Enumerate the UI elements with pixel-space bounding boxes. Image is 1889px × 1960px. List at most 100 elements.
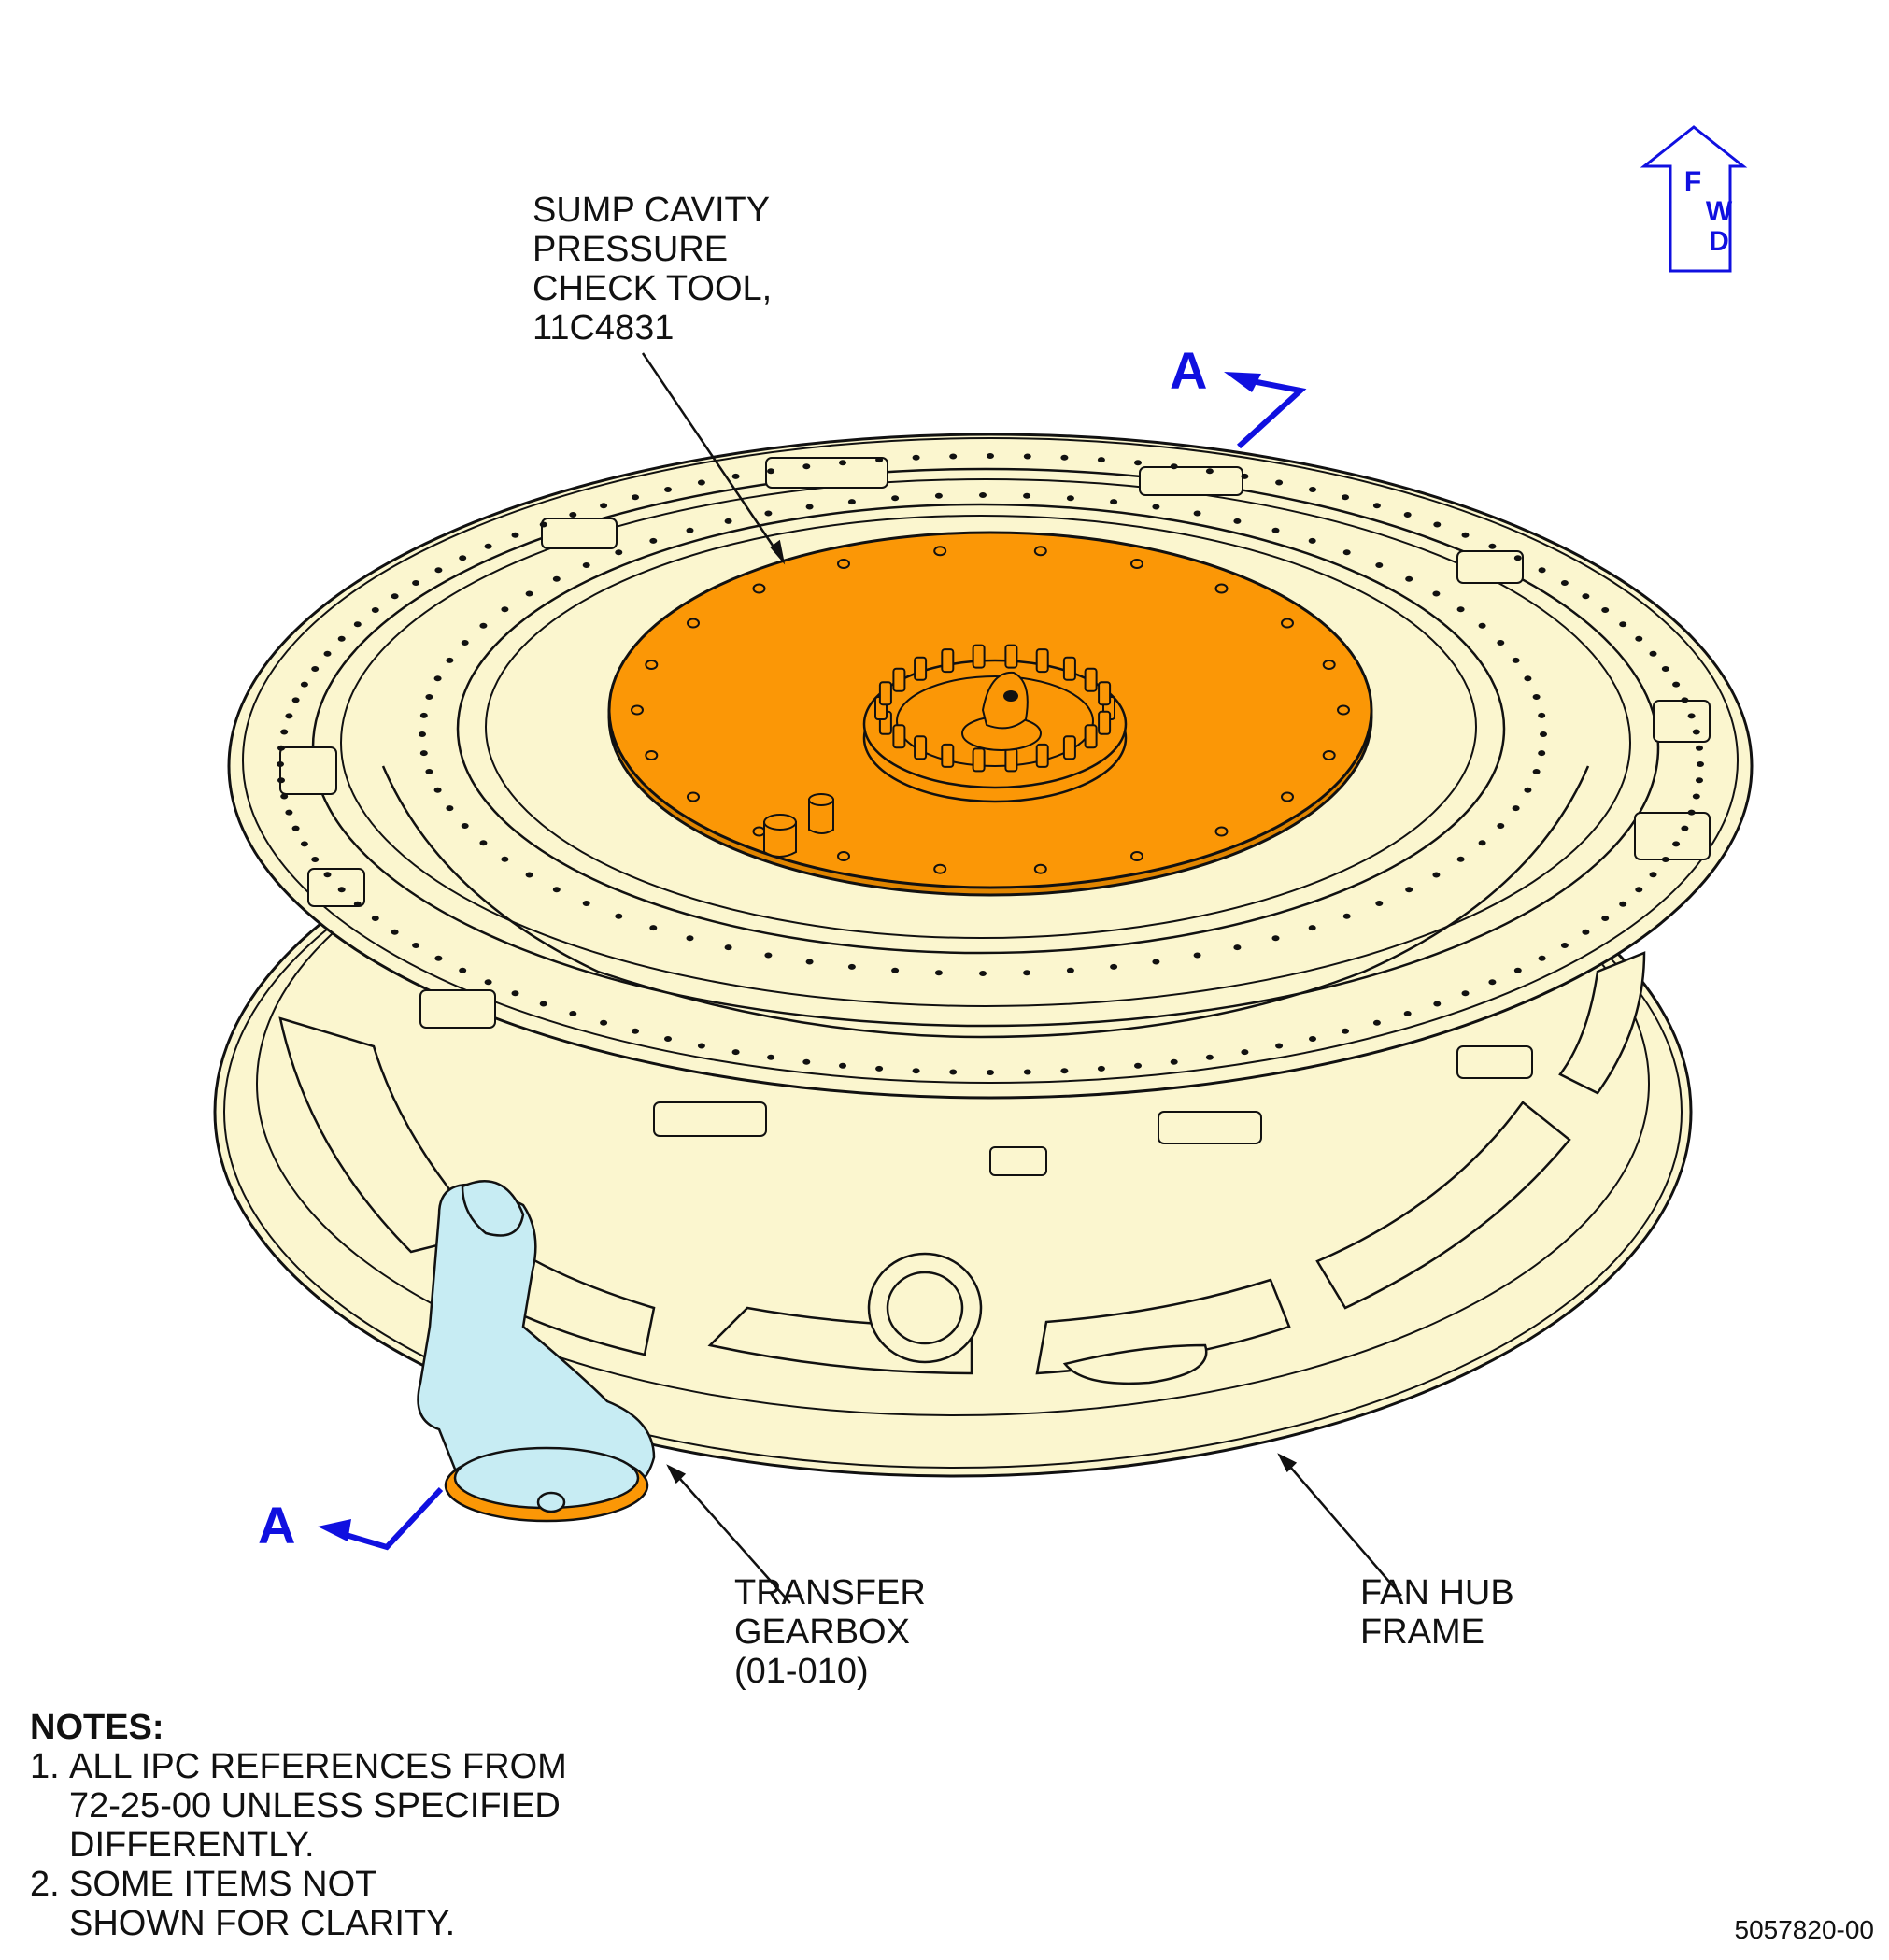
frame-bolt-hole: [1619, 901, 1627, 907]
frame-bolt-hole: [1687, 809, 1696, 816]
frame-bolt-hole: [1649, 872, 1657, 878]
frame-bolt-hole: [1375, 901, 1384, 906]
section-label-top: A: [1170, 341, 1208, 400]
tool-plate-bolt: [1322, 750, 1336, 760]
frame-bolt-hole: [802, 1058, 811, 1065]
frame-bolt-hole: [875, 457, 884, 463]
frame-bolt-hole: [371, 607, 379, 613]
frame-bolt-hole: [1170, 1058, 1178, 1065]
frame-bolt-hole: [479, 840, 488, 846]
frame-bolt-hole: [484, 543, 492, 549]
frame-bolt-hole: [1601, 607, 1610, 613]
frame-bolt-hole: [582, 562, 590, 568]
frame-bolt-hole: [731, 473, 740, 479]
frame-bolt-hole: [934, 492, 943, 499]
fwd-letter-w: W: [1705, 196, 1733, 227]
frame-bolt-hole: [1193, 510, 1201, 517]
tool-hub-bolt: [1098, 710, 1112, 735]
frame-bolt-hole: [285, 713, 293, 719]
frame-bolt-hole: [1275, 479, 1284, 486]
tool-hub-bolt: [892, 724, 906, 749]
frame-bolt-hole: [1532, 694, 1541, 700]
frame-bolt-hole: [1342, 1028, 1349, 1034]
tool-plate-bolt: [1214, 583, 1229, 594]
tool-plate-bolt: [1337, 704, 1350, 716]
tool-hub-bolt: [941, 743, 955, 768]
frame-bolt-hole: [1308, 925, 1316, 931]
frame-bolt-hole: [1097, 1065, 1105, 1072]
notes-block: NOTES: 1. ALL IPC REFERENCES FROM 72-25-…: [30, 1708, 567, 1943]
frame-bolt-hole: [1241, 1049, 1249, 1056]
frame-bolt-hole: [280, 729, 289, 735]
frame-bolt-hole: [1342, 494, 1349, 501]
tool-plate-bolt: [933, 863, 947, 874]
frame-bolt-hole: [459, 967, 467, 973]
frame-bolt-hole: [552, 575, 561, 582]
frame-bolt-hole: [1433, 521, 1442, 528]
tool-plate-bolt: [631, 704, 644, 716]
frame-bolt-hole: [1540, 731, 1547, 737]
section-arrow-top: [1224, 372, 1307, 449]
frame-bolt-hole: [1497, 823, 1505, 829]
fwd-letter-d: D: [1709, 226, 1729, 257]
frame-bolt-hole: [539, 1001, 547, 1007]
frame-bolt-hole: [300, 841, 308, 847]
tool-plate-bolt: [837, 559, 850, 569]
frame-bolt-hole: [525, 872, 533, 878]
frame-bolt-hole: [767, 468, 775, 475]
frame-bolt-hole: [353, 621, 362, 628]
frame-bolt-hole: [1488, 543, 1497, 549]
callout-transfer-gearbox: TRANSFER GEARBOX (01-010): [734, 1573, 926, 1691]
tool-hub-bolt: [1062, 656, 1076, 681]
frame-bolt-hole: [1538, 712, 1546, 718]
tool-plate-bolt: [687, 618, 700, 629]
frame-bolt-hole: [697, 1043, 705, 1049]
frame-bolt-hole: [300, 681, 308, 688]
frame-bolt-hole: [1513, 967, 1522, 973]
frame-bolt-hole: [1271, 935, 1280, 942]
section-arrow-bottom: [318, 1486, 444, 1551]
frame-bolt-hole: [1170, 463, 1178, 470]
frame-bolt-hole: [632, 494, 639, 501]
frame-bolt-hole: [632, 1028, 639, 1034]
frame-bolt-hole: [525, 590, 533, 597]
frame-bolt-hole: [1372, 503, 1381, 509]
frame-bolt-hole: [291, 825, 300, 831]
frame-bolt-hole: [764, 952, 773, 959]
frame-bolt-hole: [1635, 635, 1643, 642]
tool-plate-bolt: [1322, 660, 1336, 670]
frame-bolt-hole: [934, 970, 943, 976]
frame-bolt-hole: [1152, 504, 1160, 510]
section-label-bottom: A: [258, 1496, 296, 1555]
frame-bolt-hole: [412, 580, 420, 586]
frame-bolt-hole: [511, 990, 519, 997]
frame-bolt-hole: [1497, 640, 1505, 646]
tool-hub-bolt: [1084, 667, 1098, 692]
tool-hub-bolt: [914, 656, 928, 681]
leader-lines: [641, 352, 1402, 1604]
frame-bolt-hole: [1532, 769, 1541, 774]
frame-bolt-hole: [1372, 1019, 1381, 1026]
frame-bolt-hole: [484, 979, 492, 986]
tool-hub-bolt: [1098, 681, 1112, 706]
frame-bolt-hole: [1066, 967, 1074, 973]
frame-bolt-hole: [425, 694, 433, 700]
frame-bolt-hole: [615, 549, 623, 556]
frame-bolt-hole: [461, 823, 469, 829]
tool-hub-bolt: [1004, 747, 1018, 773]
frame-bolt-hole: [1538, 567, 1546, 574]
frame-bolt-hole: [1134, 460, 1142, 466]
frame-bolt-hole: [1134, 1062, 1142, 1069]
frame-bolt-hole: [847, 499, 856, 505]
frame-bolt-hole: [731, 1049, 740, 1056]
frame-bolt-hole: [664, 487, 672, 492]
frame-bolt-hole: [1687, 713, 1696, 719]
frame-bolt-hole: [419, 750, 428, 757]
tool-hub-bolt: [892, 667, 906, 692]
frame-bolt-hole: [805, 504, 814, 510]
frame-bolt-hole: [1023, 492, 1031, 499]
frame-bolt-hole: [501, 856, 509, 862]
frame-bolt-hole: [501, 606, 509, 613]
note-text: ALL IPC REFERENCES FROM 72-25-00 UNLESS …: [69, 1747, 567, 1865]
frame-bolt-hole: [979, 971, 987, 976]
